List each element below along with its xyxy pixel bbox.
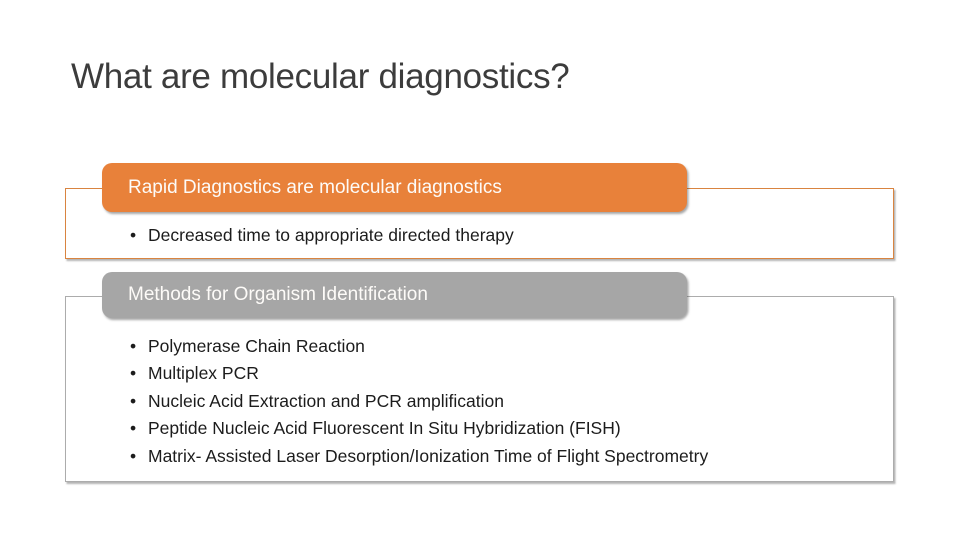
section-header-label: Methods for Organism Identification [128,284,428,305]
list-item: • Peptide Nucleic Acid Fluorescent In Sit… [130,415,708,442]
bullet-text: Polymerase Chain Reaction [148,336,365,356]
section-methods-header: Methods for Organism Identification [102,272,687,318]
bullet-text: Nucleic Acid Extraction and PCR amplific… [148,390,504,411]
bullet-text: Multiplex PCR [148,363,259,384]
bullet-text: Peptide Nucleic Acid Fluorescent In Situ… [148,418,621,439]
bullet-icon: • [130,225,137,245]
bullet-icon: • [130,363,137,384]
slide-title: What are molecular diagnostics? [71,57,570,96]
bullet-text: Matrix- Assisted Laser Desorption/Ioniza… [148,445,709,466]
list-item: • Nucleic Acid Extraction and PCR amplifi… [130,388,708,415]
list-item: • Matrix- Assisted Laser Desorption/Ioniz… [130,443,708,470]
section-header-label: Rapid Diagnostics are molecular diagnost… [128,176,502,198]
bullet-icon: • [130,390,137,411]
bullet-icon: • [130,418,137,439]
rapid-diagnostics-bullet-list: • Decreased time to appropriate directed … [130,224,514,247]
section-rapid-diagnostics-header: Rapid Diagnostics are molecular diagnost… [102,163,687,212]
bullet-text: Decreased time to appropriate directed t… [148,225,514,245]
bullet-icon: • [130,445,137,466]
section-methods-outline [65,296,894,482]
list-item: • Polymerase Chain Reaction [130,333,708,360]
list-item: • Multiplex PCR [130,360,708,387]
bullet-icon: • [130,336,137,356]
list-item: • Decreased time to appropriate directed … [130,224,514,247]
methods-bullet-list: • Polymerase Chain Reaction • Multiplex PC… [130,333,708,470]
